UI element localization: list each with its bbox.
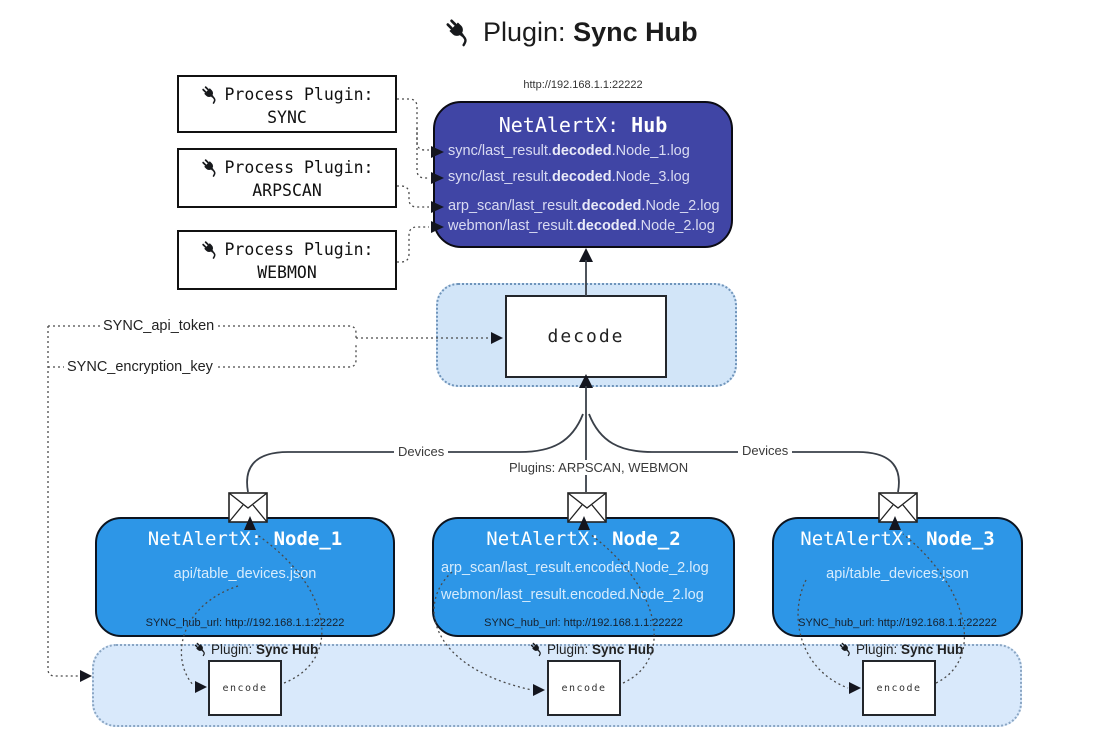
node-box-node1: NetAlertX: Node_1 api/table_devices.json… [95,517,395,637]
process-plugin-name: ARPSCAN [252,181,322,200]
node-file: api/table_devices.json [173,566,317,582]
sync-encryption-key-label: SYNC_encryption_key [64,359,216,375]
encode-plugin-label: Plugin: Sync Hub [838,641,963,657]
hub-title-bold: Hub [631,113,668,137]
node-file: webmon/last_result.encoded.Node_2.log [441,587,704,603]
hub-title-prefix: NetAlertX: [498,113,632,137]
plug-icon [200,84,221,105]
node-title: NetAlertX: Node_2 [486,528,681,550]
node-box-node2: NetAlertX: Node_2 arp_scan/last_result.e… [432,517,735,637]
encode-box: encode [208,660,282,716]
hub-title: NetAlertX: Hub [435,113,731,137]
node-box-node3: NetAlertX: Node_3 api/table_devices.json… [772,517,1023,637]
decode-box: decode [505,295,667,378]
process-plugin-label: Process Plugin: [224,85,374,104]
hub-box: NetAlertX: Hub sync/last_result.decoded.… [433,101,733,248]
encode-plugin-label: Plugin: Sync Hub [193,641,318,657]
hub-url-label: http://192.168.1.1:22222 [523,79,643,91]
title-prefix: Plugin: [483,16,574,47]
node-title: NetAlertX: Node_3 [800,528,995,550]
edge-label-devices-right: Devices [738,443,793,458]
hub-log-line: sync/last_result.decoded.Node_3.log [448,169,690,185]
node-hub-url: SYNC_hub_url: http://192.168.1.1:22222 [798,617,997,629]
plug-icon [200,239,221,260]
process-plugin-label: Process Plugin: [224,240,374,259]
node-file: arp_scan/last_result.encoded.Node_2.log [441,560,709,576]
title-bold: Sync Hub [573,16,698,47]
envelope-icon [567,492,607,523]
node-hub-url: SYNC_hub_url: http://192.168.1.1:22222 [145,617,345,629]
edge-label-devices-left: Devices [394,444,449,459]
envelope-icon [878,492,918,523]
page-title: Plugin: Sync Hub [443,16,698,48]
envelope-icon [228,492,268,523]
process-plugin-name: SYNC [267,108,307,127]
process-plugin-box-arpscan: Process Plugin: ARPSCAN [177,148,397,208]
encode-box: encode [862,660,936,716]
node-title: NetAlertX: Node_1 [147,528,343,550]
process-plugin-name: WEBMON [257,263,317,282]
sync-api-token-label: SYNC_api_token [100,318,218,334]
edge-label-plugins: Plugins: ARPSCAN, WEBMON [505,460,693,475]
plug-icon [443,16,475,48]
process-plugin-box-sync: Process Plugin: SYNC [177,75,397,133]
encode-plugin-label: Plugin: Sync Hub [529,641,654,657]
plug-icon [193,641,209,657]
page-title-text: Plugin: Sync Hub [483,17,698,48]
plug-icon [529,641,545,657]
hub-log-line: arp_scan/last_result.decoded.Node_2.log [448,198,720,214]
node-hub-url: SYNC_hub_url: http://192.168.1.1:22222 [484,617,683,629]
hub-log-line: webmon/last_result.decoded.Node_2.log [448,218,715,234]
process-plugin-box-webmon: Process Plugin: WEBMON [177,230,397,290]
plug-icon [838,641,854,657]
node-file: api/table_devices.json [826,566,969,582]
encode-box: encode [547,660,621,716]
hub-log-line: sync/last_result.decoded.Node_1.log [448,143,690,159]
process-plugin-label: Process Plugin: [224,158,374,177]
plug-icon [200,157,221,178]
